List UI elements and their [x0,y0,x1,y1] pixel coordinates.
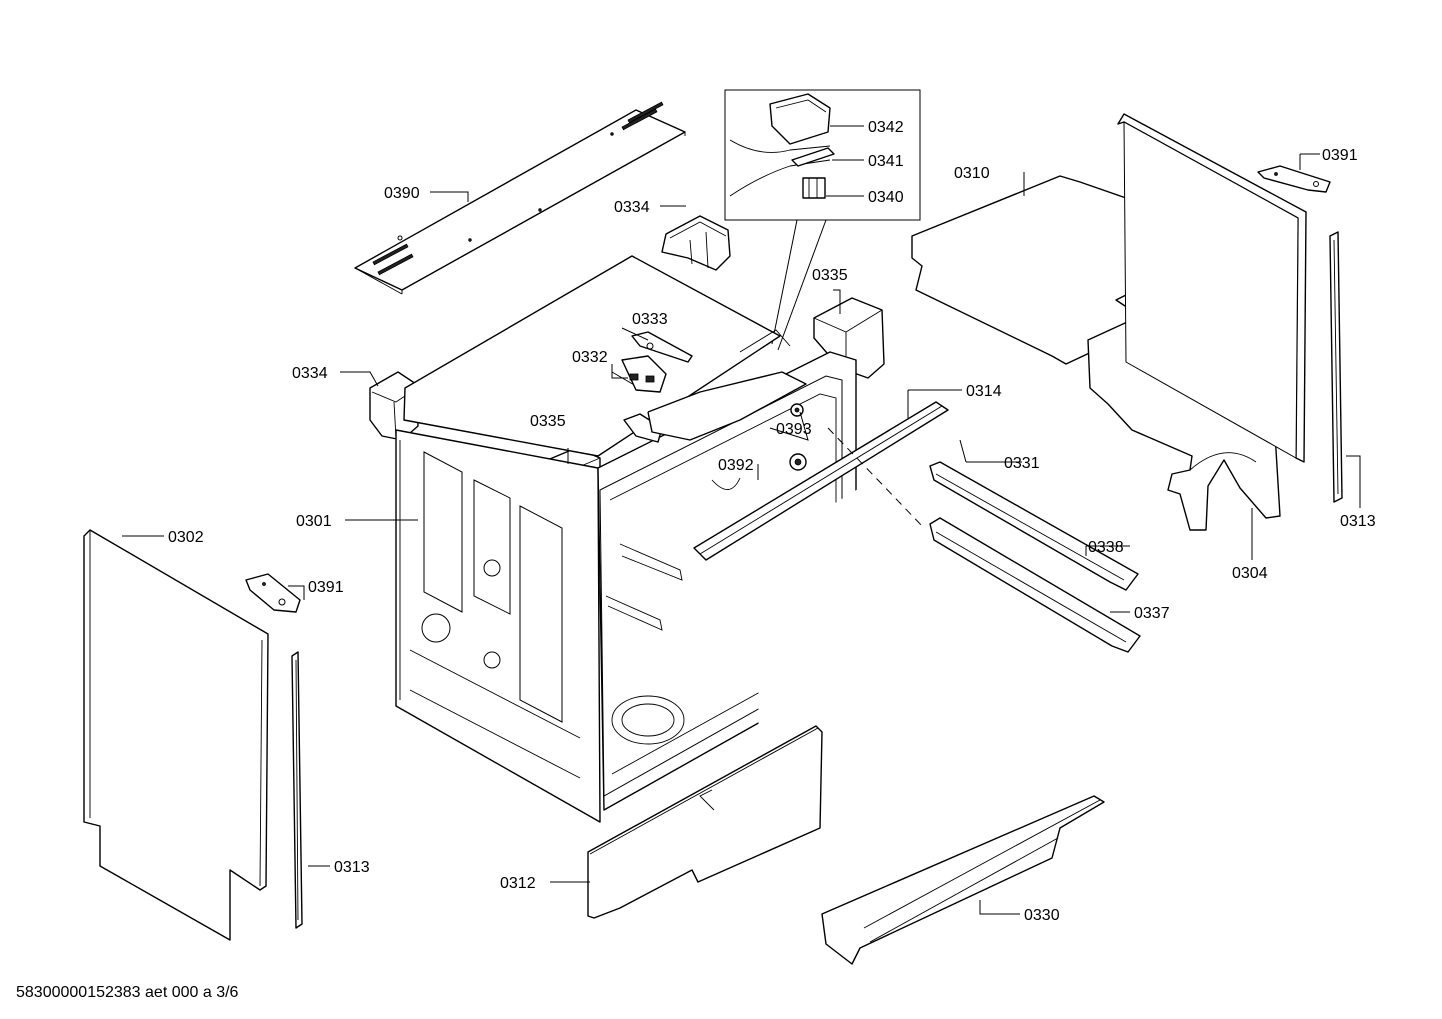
callout-0330[interactable]: 0330 [1024,907,1060,924]
part-0393-fitting[interactable] [790,403,804,417]
callout-0338[interactable]: 0338 [1088,539,1124,556]
callout-0335-right[interactable]: 0335 [812,267,848,284]
diagram-reference-code: 58300000152383 aet 000 a 3/6 [16,984,239,1001]
callout-0301[interactable]: 0301 [296,513,332,530]
callout-0310[interactable]: 0310 [954,165,990,182]
callout-0312[interactable]: 0312 [500,875,536,892]
inset-detail-box [724,89,921,351]
callout-0393[interactable]: 0393 [776,421,812,438]
part-0313-trim-right[interactable] [1329,231,1343,503]
part-0390-top-panel[interactable] [354,101,686,295]
part-0312-kick-plate[interactable] [587,725,823,919]
callout-0313-right[interactable]: 0313 [1340,513,1376,530]
part-0314-strip[interactable] [693,401,949,561]
callout-0332[interactable]: 0332 [572,349,608,366]
assembly-axis [827,427,925,529]
part-top-rail[interactable] [647,371,807,441]
callout-0391-right[interactable]: 0391 [1322,147,1358,164]
part-0391-bracket-right[interactable] [1257,165,1331,193]
part-0391-bracket-left[interactable] [245,573,301,613]
part-0392-fitting[interactable] [789,453,807,471]
part-0313-trim-left[interactable] [291,651,303,929]
callout-labels: 0390 0334 0334 0342 0341 0340 0335 0335 … [168,119,1376,924]
callout-0304[interactable]: 0304 [1232,565,1268,582]
callout-0341[interactable]: 0341 [868,153,904,170]
callout-0333[interactable]: 0333 [632,311,668,328]
part-0330-bottom-tray[interactable] [821,795,1105,965]
part-0334-bracket-upper[interactable] [661,215,731,271]
callout-0342[interactable]: 0342 [868,119,904,136]
part-0338-rail[interactable] [929,461,1139,591]
callout-0313-left[interactable]: 0313 [334,859,370,876]
part-front-clip[interactable] [623,413,663,443]
callout-0314[interactable]: 0314 [966,383,1002,400]
callout-0337[interactable]: 0337 [1134,605,1170,622]
callout-0392[interactable]: 0392 [718,457,754,474]
callout-0335-left[interactable]: 0335 [530,413,566,430]
callout-0340[interactable]: 0340 [868,189,904,206]
part-0332-lock[interactable] [621,355,667,393]
callout-0334-lower[interactable]: 0334 [292,365,328,382]
callout-0302[interactable]: 0302 [168,529,204,546]
part-0331-seal-frame[interactable] [758,430,970,798]
leader-lines [122,125,1361,915]
callout-0331[interactable]: 0331 [1004,455,1040,472]
part-0302-side-panel-left[interactable] [83,529,269,941]
callout-0391-left[interactable]: 0391 [308,579,344,596]
callout-0390[interactable]: 0390 [384,185,420,202]
part-side-panel-right[interactable] [1117,113,1307,463]
part-0337-rail[interactable] [929,517,1141,653]
callout-0334-upper[interactable]: 0334 [614,199,650,216]
